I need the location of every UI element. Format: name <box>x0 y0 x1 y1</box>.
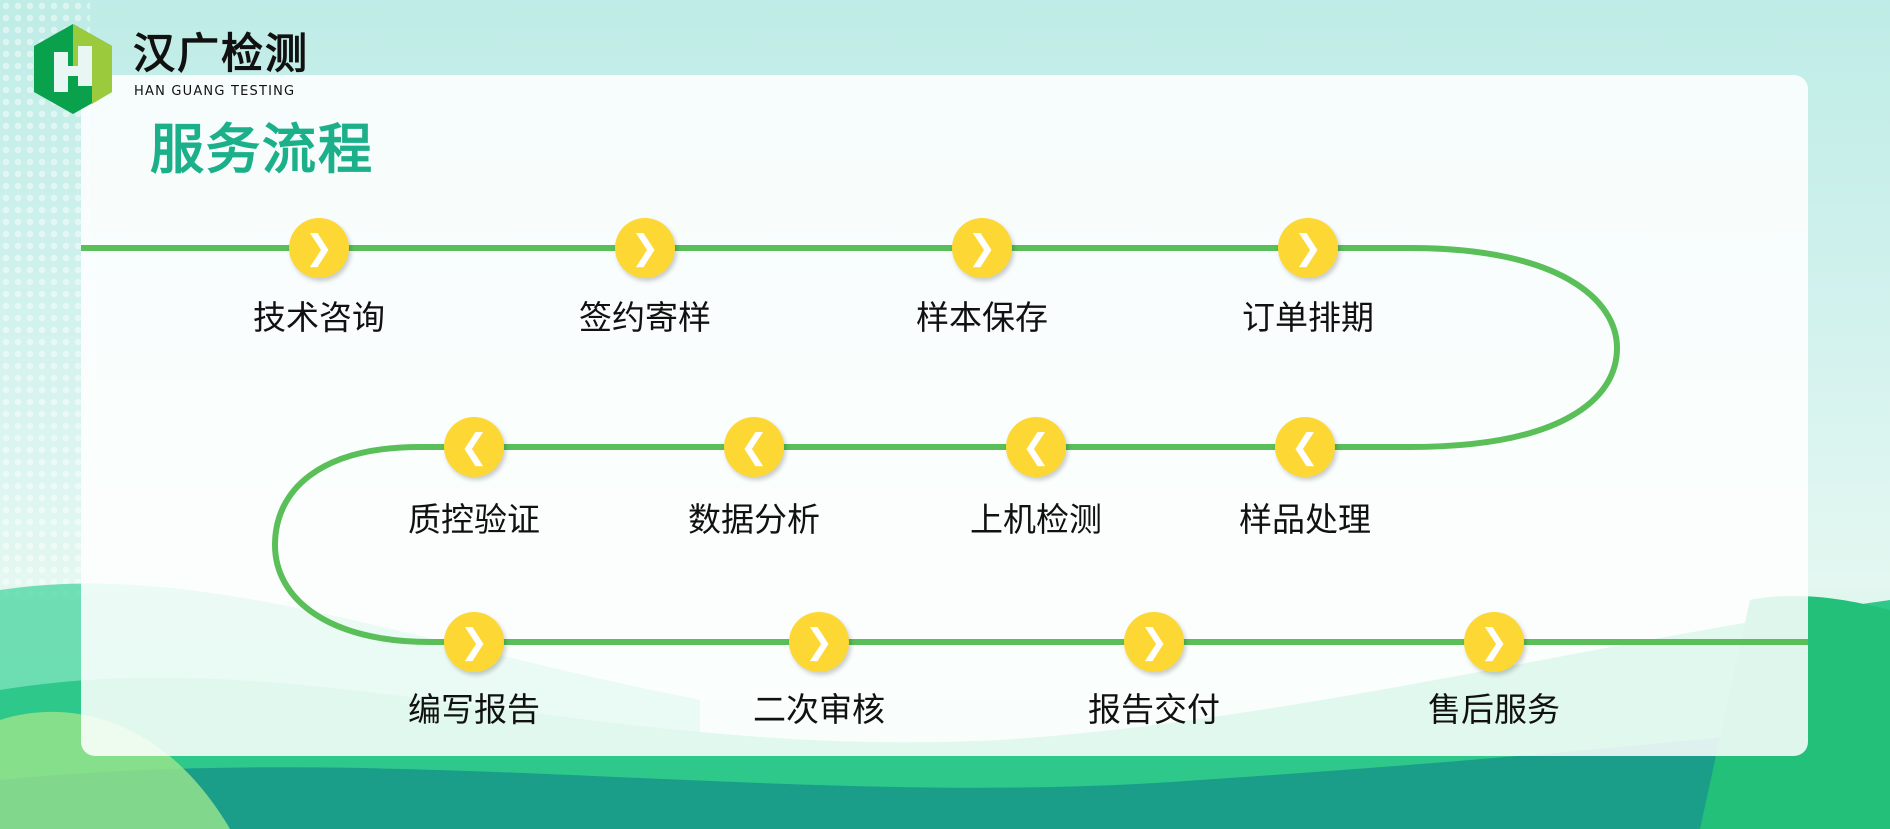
chevron-left-icon: ❮ <box>444 417 504 477</box>
chevron-left-icon: ❮ <box>1006 417 1066 477</box>
chevron-right-icon: ❯ <box>1124 612 1184 672</box>
step-label: 报告交付 <box>1088 690 1220 729</box>
brand-name: 汉广检测 <box>133 29 310 78</box>
brand-name-en: HAN GUANG TESTING <box>134 84 296 99</box>
step-label: 售后服务 <box>1428 690 1560 729</box>
step-label: 签约寄样 <box>579 298 711 337</box>
chevron-right-icon: ❯ <box>444 612 504 672</box>
step-label: 编写报告 <box>408 690 540 729</box>
step-label: 数据分析 <box>688 500 820 539</box>
chevron-right-icon: ❯ <box>789 612 849 672</box>
step-label: 质控验证 <box>408 500 540 539</box>
step-label: 二次审核 <box>753 690 885 729</box>
step-label: 样品处理 <box>1239 500 1371 539</box>
page-title: 服务流程 <box>150 118 374 181</box>
chevron-left-icon: ❮ <box>1275 417 1335 477</box>
step-label: 上机检测 <box>970 500 1102 539</box>
chevron-left-icon: ❮ <box>724 417 784 477</box>
chevron-right-icon: ❯ <box>1278 218 1338 278</box>
chevron-right-icon: ❯ <box>1464 612 1524 672</box>
brand-logo <box>34 24 112 114</box>
chevron-right-icon: ❯ <box>952 218 1012 278</box>
step-label: 订单排期 <box>1242 298 1374 337</box>
step-label: 技术咨询 <box>253 298 385 337</box>
chevron-right-icon: ❯ <box>289 218 349 278</box>
step-label: 样本保存 <box>916 298 1048 337</box>
chevron-right-icon: ❯ <box>615 218 675 278</box>
